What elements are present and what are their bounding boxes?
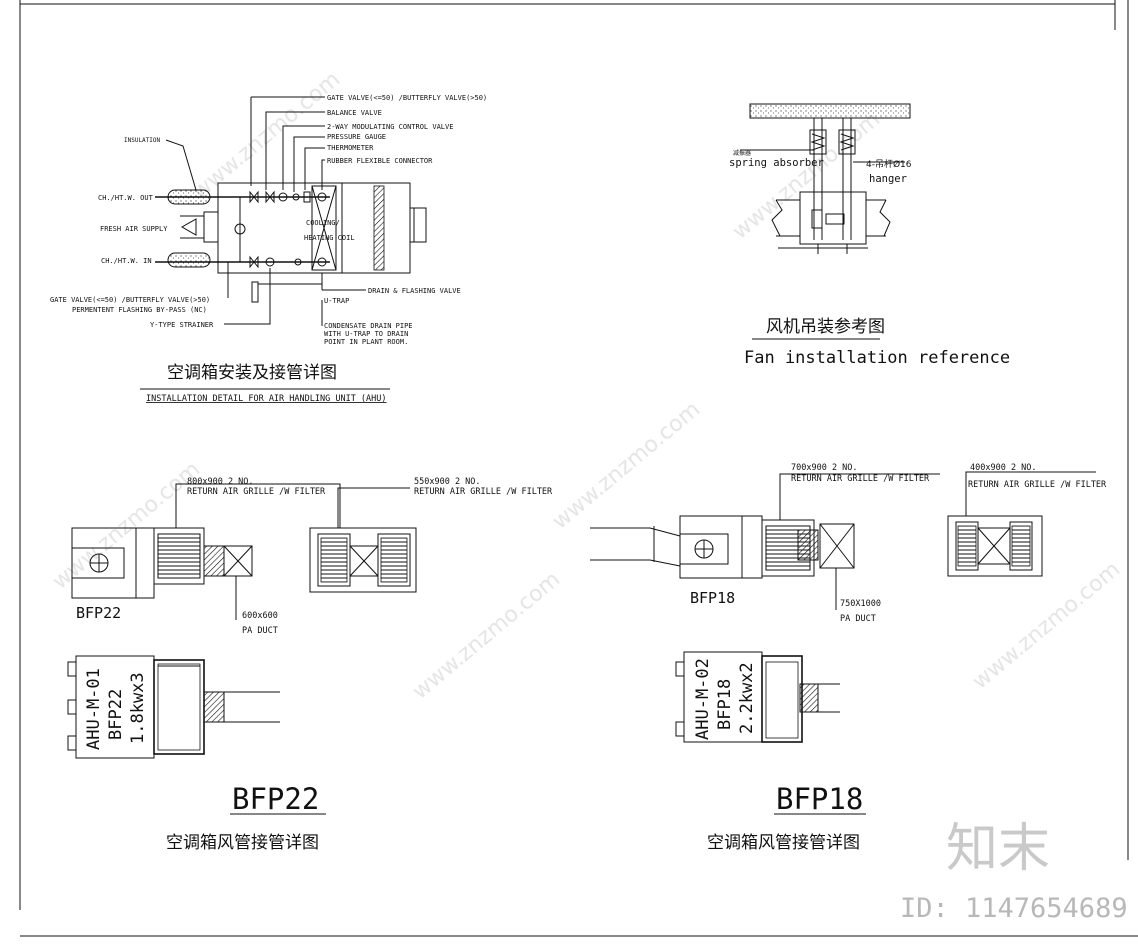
label-pressure-gauge: PRESSURE GAUGE — [327, 133, 386, 141]
label-gate-valve-top: GATE VALVE(<=50) /BUTTERFLY VALVE(>50) — [327, 94, 487, 102]
label-gate-valve-bottom: GATE VALVE(<=50) /BUTTERFLY VALVE(>50) — [50, 296, 210, 304]
svg-text:www.znzmo.com: www.znzmo.com — [408, 567, 565, 705]
bfp18-duct-size: 750X1000 — [840, 599, 881, 609]
label-balance-valve: BALANCE VALVE — [327, 109, 382, 117]
svg-text:www.znzmo.com: www.znzmo.com — [968, 557, 1125, 695]
bfp22-tag-line1: AHU-M-01 — [84, 668, 104, 750]
fan-title-cn: 风机吊装参考图 — [766, 317, 885, 337]
label-condensate-1: CONDENSATE DRAIN PIPE — [324, 322, 413, 330]
bfp22-grille2-desc: RETURN AIR GRILLE /W FILTER — [414, 487, 553, 497]
bfp22-grille1-size: 800x900 2 NO. — [187, 477, 254, 487]
bfp22-big-title: BFP22 — [232, 782, 319, 816]
label-cooling: COOLING/ — [306, 219, 340, 227]
bfp18-tag: AHU-M-02 BFP18 2.2kwx2 — [693, 658, 757, 740]
bfp18-title-cn: 空调箱风管接管详图 — [707, 833, 860, 853]
label-u-trap: U-TRAP — [324, 297, 349, 305]
bfp18-duct-type: PA DUCT — [840, 614, 876, 624]
bfp18-grille1-desc: RETURN AIR GRILLE /W FILTER — [791, 474, 930, 484]
watermark-logo: 知末 — [946, 819, 1050, 879]
label-ch-in: CH./HT.W. IN — [101, 257, 152, 265]
bfp22-grille1-desc: RETURN AIR GRILLE /W FILTER — [187, 487, 326, 497]
bfp18-grille2-desc: RETURN AIR GRILLE /W FILTER — [968, 480, 1107, 490]
fan-hanger: hanger — [869, 173, 907, 185]
label-insulation: INSULATION — [124, 137, 161, 144]
bfp22-tag: AHU-M-01 BFP22 1.8kwx3 — [84, 668, 148, 750]
ahu-installation-detail: GATE VALVE(<=50) /BUTTERFLY VALVE(>50) B… — [50, 94, 487, 404]
bfp18-tag-line2: BFP18 — [715, 679, 735, 730]
label-thermometer: THERMOMETER — [327, 144, 374, 152]
bfp18-unit-label: BFP18 — [690, 589, 735, 607]
bfp22-tag-line3: 1.8kwx3 — [128, 672, 148, 744]
svg-text:www.znzmo.com: www.znzmo.com — [548, 397, 705, 535]
label-condensate-3: POINT IN PLANT ROOM. — [324, 338, 408, 346]
fan-spring-small: 减振器 — [733, 149, 751, 157]
label-modulating-valve: 2-WAY MODULATING CONTROL VALVE — [327, 123, 453, 131]
svg-text:www.znzmo.com: www.znzmo.com — [728, 107, 885, 245]
corner-watermark: 知末 ID: 1147654689 — [900, 819, 1128, 924]
bfp22-duct-size: 600x600 — [242, 611, 278, 621]
bfp18-tag-line3: 2.2kwx2 — [737, 662, 757, 734]
label-rubber-connector: RUBBER FLEXIBLE CONNECTOR — [327, 157, 433, 165]
bfp22-grille2-size: 550x900 2 NO. — [414, 477, 481, 487]
fan-spring-absorber: spring absorber — [729, 157, 824, 169]
watermark-id: ID: 1147654689 — [900, 893, 1128, 924]
bfp22-tag-line2: BFP22 — [106, 689, 126, 740]
bfp22-unit-label: BFP22 — [76, 604, 121, 622]
ahu-title-cn: 空调箱安装及接管详图 — [167, 363, 337, 383]
fan-title-en: Fan installation reference — [744, 348, 1010, 368]
bfp18-big-title: BFP18 — [776, 782, 863, 816]
bfp18-tag-line1: AHU-M-02 — [693, 658, 713, 740]
background-watermarks: www.znzmo.com www.znzmo.com www.znzmo.co… — [48, 67, 1125, 705]
label-fresh-air: FRESH AIR SUPPLY — [100, 225, 168, 233]
label-condensate-2: WITH U-TRAP TO DRAIN — [324, 330, 408, 338]
label-strainer: Y-TYPE STRAINER — [150, 321, 214, 329]
bfp18-grille1-size: 700x900 2 NO. — [791, 463, 858, 473]
bfp22-detail: 800x900 2 NO. RETURN AIR GRILLE /W FILTE… — [67, 477, 553, 853]
bfp18-detail: 700x900 2 NO. RETURN AIR GRILLE /W FILTE… — [590, 463, 1107, 853]
label-drain-valve: DRAIN & FLASHING VALVE — [368, 287, 461, 295]
label-heating-coil: HEATING COIL — [304, 234, 355, 242]
bfp22-title-cn: 空调箱风管接管详图 — [166, 833, 319, 853]
label-bypass: PERMENTENT FLASHING BY-PASS (NC) — [72, 306, 207, 314]
label-ch-out: CH./HT.W. OUT — [98, 194, 154, 202]
fan-installation-detail: 减振器 spring absorber 4-吊杆Ø16 hanger 风机吊装参… — [729, 103, 1010, 368]
bfp18-grille2-size: 400x900 2 NO. — [970, 463, 1037, 473]
ahu-title-en: INSTALLATION DETAIL FOR AIR HANDLING UNI… — [146, 394, 387, 404]
bfp22-duct-type: PA DUCT — [242, 626, 278, 636]
drawing-frame — [19, 0, 1138, 937]
fan-hanger-spec: 4-吊杆Ø16 — [866, 158, 912, 170]
